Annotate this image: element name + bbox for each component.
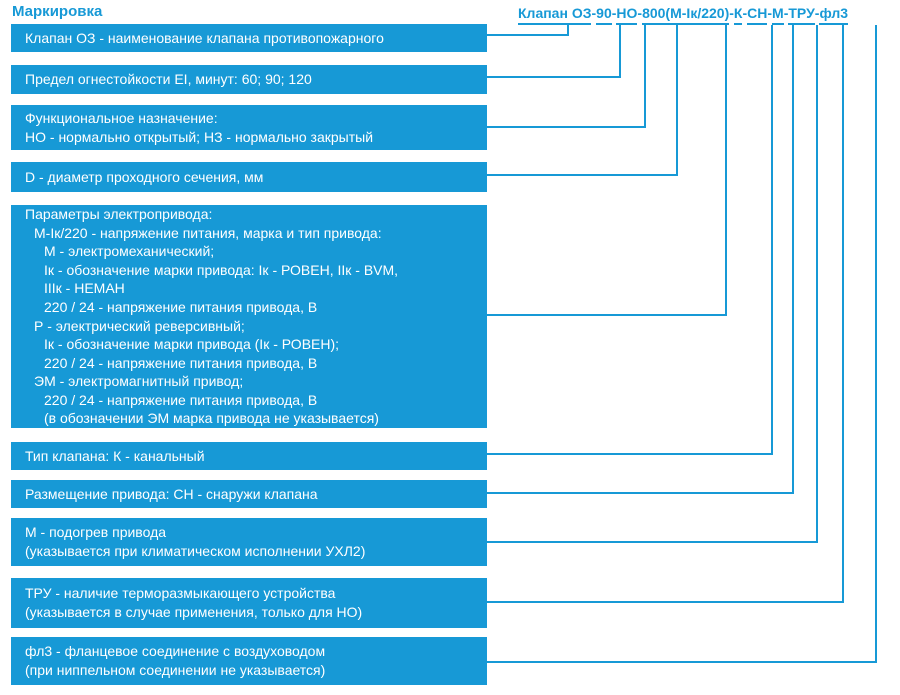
legend-box-fire-resistance: Предел огнестойкости EI, минут: 60; 90; … xyxy=(11,65,487,94)
legend-box-flange-connection: фл3 - фланцевое соединение с воздуховодо… xyxy=(11,637,487,685)
legend-text: (в обозначении ЭМ марка привода не указы… xyxy=(44,410,379,427)
legend-text: Функциональное назначение: xyxy=(25,109,218,126)
legend-text: Клапан ОЗ - наименование клапана противо… xyxy=(25,29,384,46)
legend-text: М-Iк/220 - напряжение питания, марка и т… xyxy=(34,224,382,241)
marking-code: Клапан ОЗ-90-НО-800(М-Iк/220)-К-СН-М-ТРУ… xyxy=(518,5,849,25)
legend-text: D - диаметр проходного сечения, мм xyxy=(25,168,264,185)
marking-segment-valve-name: Клапан ОЗ xyxy=(518,5,592,25)
legend-box-drive-parameters: Параметры электропривода: М-Iк/220 - нап… xyxy=(11,205,487,428)
marking-segment-flange: фл3 xyxy=(819,5,849,25)
marking-segment-tru: ТРУ xyxy=(788,5,815,25)
legend-text: фл3 - фланцевое соединение с воздуховодо… xyxy=(25,643,326,659)
legend-box-thermal-release-device: ТРУ - наличие терморазмыкающего устройст… xyxy=(11,578,487,628)
marking-separator: - xyxy=(814,5,820,21)
legend-text: 220 / 24 - напряжение питания привода, В xyxy=(44,391,318,408)
marking-segment-drive-heating: М xyxy=(772,5,784,25)
legend-text: Размещение привода: СН - снаружи клапана xyxy=(25,485,318,502)
connector-flange xyxy=(487,25,877,663)
marking-segment-valve-type: К xyxy=(733,5,743,25)
legend-text: М - электромеханический; xyxy=(44,243,215,260)
marking-separator: - xyxy=(742,5,748,21)
legend-text: ТРУ - наличие терморазмыкающего устройст… xyxy=(25,585,336,601)
legend-box-diameter: D - диаметр проходного сечения, мм xyxy=(11,162,487,192)
legend-box-function-purpose: Функциональное назначение: НО - нормальн… xyxy=(11,105,487,150)
legend-text: 220 / 24 - напряжение питания привода, В xyxy=(44,298,318,315)
connector-fire-resistance xyxy=(487,25,621,78)
marking-segment-function: НО xyxy=(616,5,638,25)
legend-text: М - подогрев привода xyxy=(25,524,167,540)
legend-box-drive-placement: Размещение привода: СН - снаружи клапана xyxy=(11,480,487,508)
marking-separator: - xyxy=(591,5,597,21)
marking-separator: - xyxy=(611,5,617,21)
marking-separator: - xyxy=(767,5,773,21)
legend-text: Предел огнестойкости EI, минут: 60; 90; … xyxy=(25,71,312,87)
connector-tru xyxy=(487,25,844,603)
legend-text: Iк - обозначение марки привода: Iк - РОВ… xyxy=(44,261,399,278)
connector-drive-parameters xyxy=(487,25,727,316)
connector-valve-type xyxy=(487,25,773,455)
legend-text: Параметры электропривода: xyxy=(25,205,213,222)
legend-text: Тип клапана: К - канальный xyxy=(25,447,205,464)
legend-box-valve-name: Клапан ОЗ - наименование клапана противо… xyxy=(11,24,487,52)
legend-text: Р - электрический реверсивный; xyxy=(34,317,245,334)
legend-text: Iк - обозначение марки привода (Iк - РОВ… xyxy=(44,336,340,353)
page-title: Маркировка xyxy=(12,3,103,20)
connector-diameter xyxy=(487,25,678,176)
legend-box-drive-heating: М - подогрев привода (указывается при кл… xyxy=(11,518,487,566)
legend-text: ЭМ - электромагнитный привод; xyxy=(34,373,244,390)
connector-valve-name xyxy=(487,25,569,36)
connector-function xyxy=(487,25,646,128)
legend-text: (указывается в случае применения, только… xyxy=(25,604,363,620)
legend-text: IIIк - НЕМАН xyxy=(44,280,125,297)
marking-segment-drive-placement: СН xyxy=(747,5,768,25)
marking-separator: - xyxy=(729,5,734,21)
legend-text: 220 / 24 - напряжение питания привода, В xyxy=(44,354,318,371)
legend-box-valve-type: Тип клапана: К - канальный xyxy=(11,442,487,470)
marking-separator: - xyxy=(637,5,643,21)
connector-drive-placement xyxy=(487,25,794,494)
legend-text: НО - нормально открытый; НЗ - нормально … xyxy=(25,128,374,145)
marking-segment-fire-resistance: 90 xyxy=(596,5,612,25)
legend-text: (при ниппельном соединении не указываетс… xyxy=(25,662,326,678)
connector-drive-heating xyxy=(487,25,818,543)
marking-separator: - xyxy=(783,5,789,21)
marking-segment-diameter-drive: 800(М-Iк/220) xyxy=(642,5,730,25)
legend-text: (указывается при климатическом исполнени… xyxy=(25,543,366,559)
